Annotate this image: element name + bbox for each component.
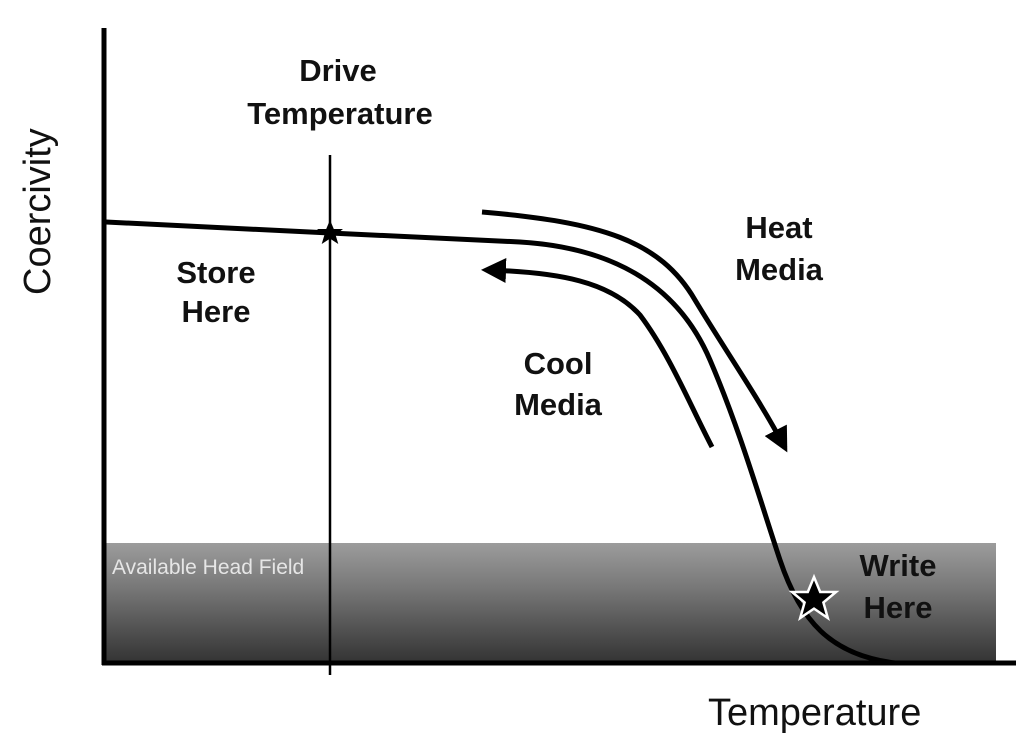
write-here-label-line2: Here (864, 590, 933, 625)
available-head-field-band (104, 543, 996, 663)
coercivity-curve (105, 219, 896, 666)
heat-media-label-line1: Heat (745, 210, 812, 245)
x-axis-label: Temperature (708, 692, 921, 734)
y-axis-label: Coercivity (17, 128, 59, 295)
store-here-label-line2: Here (182, 294, 251, 329)
drive-temperature-label-line2: Temperature (247, 96, 433, 131)
heat-media-label-line2: Media (735, 252, 824, 287)
drive-temperature-label-line1: Drive (299, 53, 377, 88)
store-here-label-line1: Store (176, 255, 255, 290)
cool-media-label-line1: Cool (524, 346, 593, 381)
heat-media-arrow (481, 209, 788, 453)
star-outline-icon (788, 573, 840, 621)
available-head-field-label: Available Head Field (112, 556, 304, 579)
cool-media-arrow (481, 258, 715, 449)
write-here-label-line1: Write (860, 548, 937, 583)
cool-media-label-line2: Media (514, 387, 603, 422)
star-icon (317, 220, 343, 244)
